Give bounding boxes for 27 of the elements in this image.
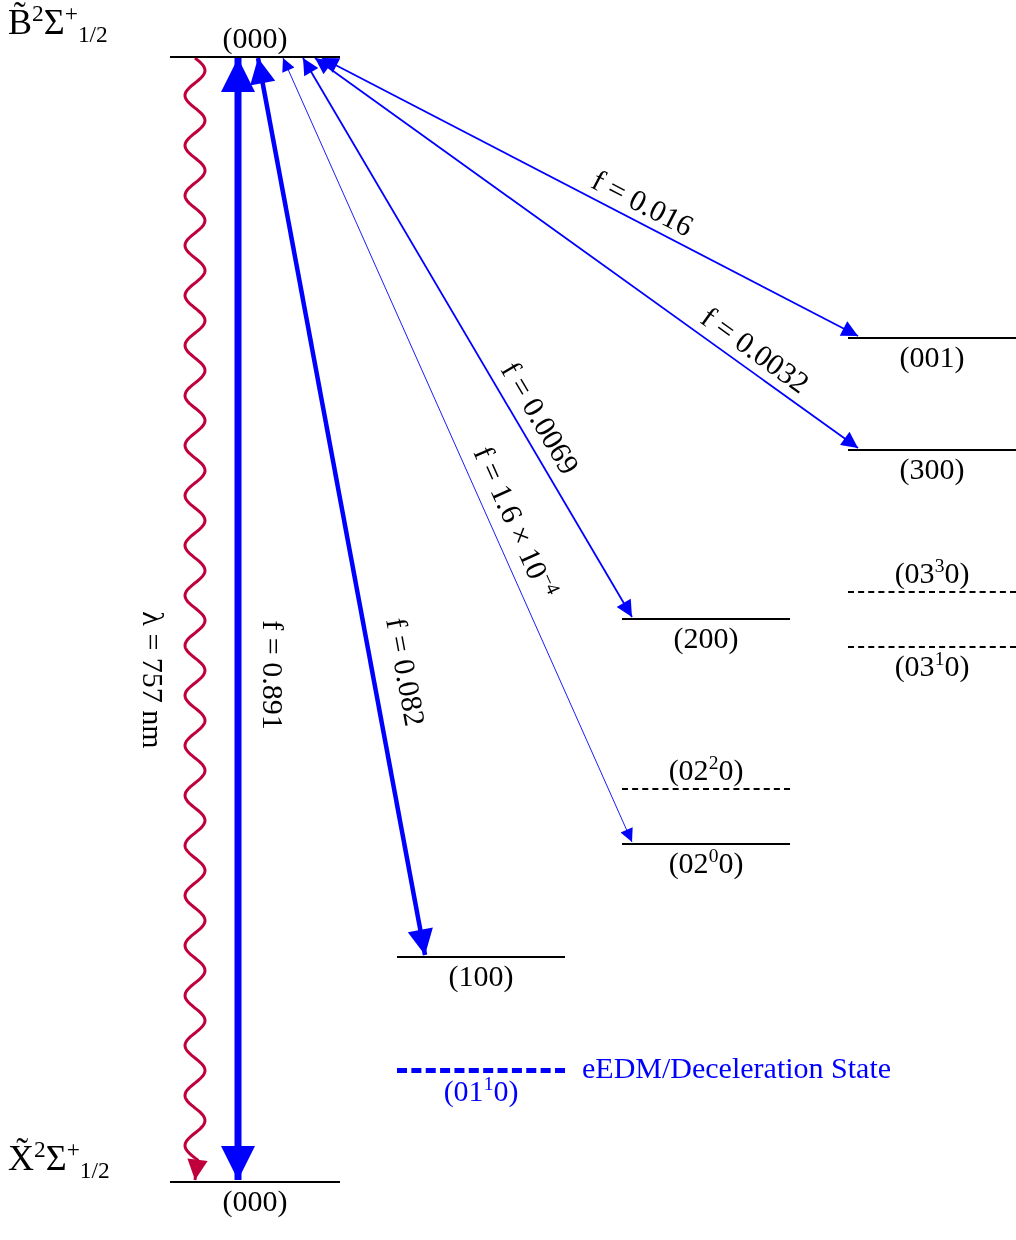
level-label: (000) xyxy=(221,22,289,54)
energy-level xyxy=(848,336,1016,373)
level-label: (100) xyxy=(447,959,515,992)
level-label: (01$^{1}$0) xyxy=(442,1074,520,1107)
level-label: (03$^{1}$0) xyxy=(893,649,971,682)
state-description: eEDM/Deceleration State xyxy=(582,1050,892,1086)
dashed-energy-level xyxy=(622,754,790,790)
energy-level xyxy=(622,617,790,654)
energy-level xyxy=(848,448,1016,485)
level-label: (200) xyxy=(672,621,740,654)
double-headed-arrow xyxy=(321,57,859,337)
level-label: (02$^{2}$0) xyxy=(667,754,745,786)
double-headed-arrow xyxy=(314,57,859,449)
level-label: (001) xyxy=(898,340,966,373)
energy-level xyxy=(397,955,565,992)
level-label: (000) xyxy=(221,1184,289,1217)
double-headed-arrow xyxy=(302,57,633,618)
dashed-energy-level xyxy=(397,1067,565,1107)
energy-level xyxy=(170,1180,340,1217)
energy-level xyxy=(622,842,790,879)
level-label: (300) xyxy=(898,452,966,485)
double-headed-arrow xyxy=(250,57,433,956)
dashed-energy-level xyxy=(848,557,1016,593)
level-label: (03$^{3}$0) xyxy=(893,557,971,589)
wavy-arrow xyxy=(183,57,208,1181)
dashed-energy-level xyxy=(848,645,1016,682)
level-label: (02$^{0}$0) xyxy=(667,846,745,879)
